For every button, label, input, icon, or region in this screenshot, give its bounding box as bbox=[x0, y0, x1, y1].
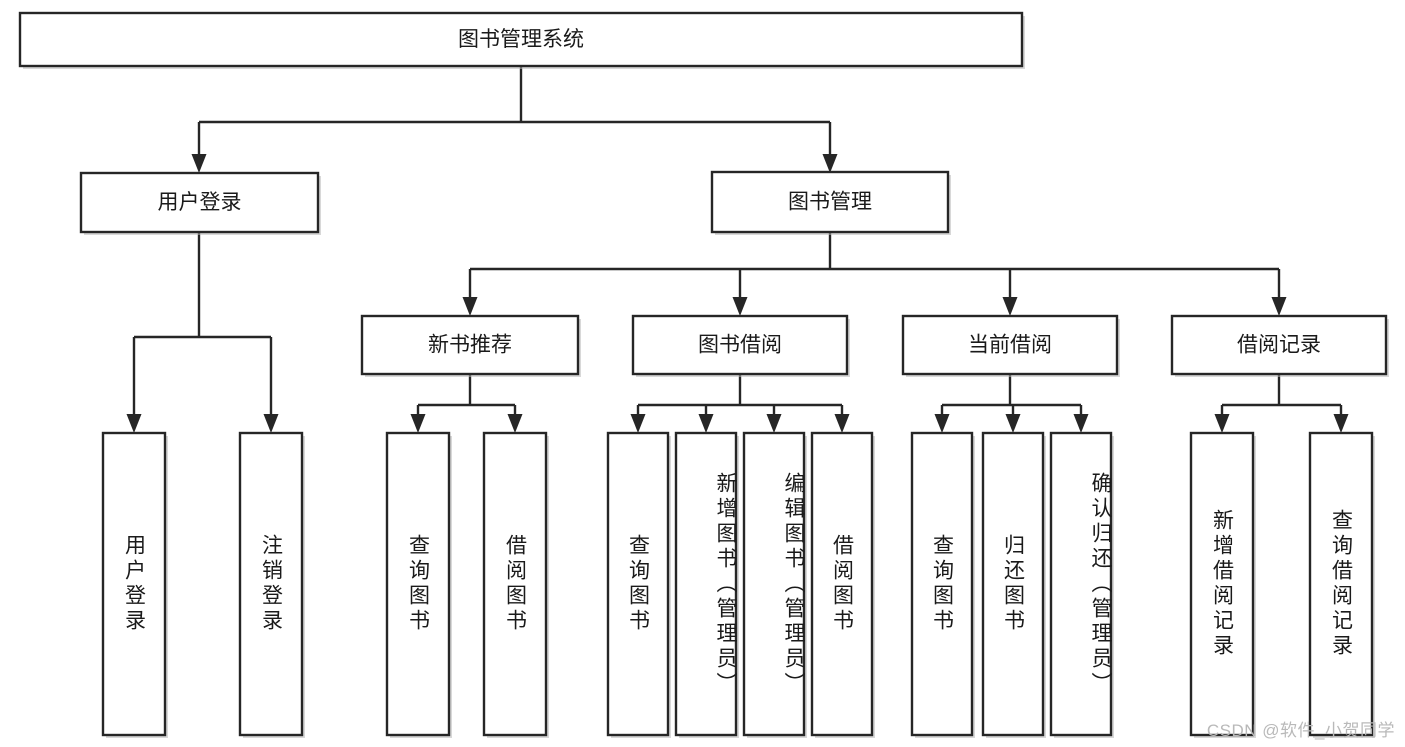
node-box-root[interactable] bbox=[18, 11, 1024, 68]
arrow-head-icon bbox=[834, 414, 850, 433]
node-box-book-manage[interactable] bbox=[710, 170, 950, 234]
arrow-head-icon bbox=[1002, 297, 1018, 316]
arrow-head-icon bbox=[698, 414, 714, 433]
node-box-user-login[interactable] bbox=[79, 171, 320, 234]
arrow-head-icon bbox=[1333, 414, 1349, 433]
arrow-head-icon bbox=[934, 414, 950, 433]
node-box-borrow-record[interactable] bbox=[1170, 314, 1388, 376]
arrow-head-icon bbox=[1005, 414, 1021, 433]
node-label-root: 图书管理系统 bbox=[458, 28, 584, 51]
node-box-leaf-user-login[interactable] bbox=[101, 431, 167, 737]
connector-edges bbox=[126, 66, 1349, 433]
node-box-book-borrow[interactable] bbox=[631, 314, 849, 376]
node-label-current-borrow: 当前借阅 bbox=[968, 334, 1052, 357]
arrow-head-icon bbox=[766, 414, 782, 433]
arrow-head-icon bbox=[822, 154, 838, 173]
arrow-head-icon bbox=[191, 154, 207, 173]
node-box-leaf-return-book[interactable] bbox=[981, 431, 1045, 737]
node-box-leaf-confirm-return[interactable] bbox=[1049, 431, 1113, 737]
node-box-leaf-query-book-cur[interactable] bbox=[910, 431, 974, 737]
arrow-head-icon bbox=[1214, 414, 1230, 433]
node-boxes bbox=[18, 11, 1389, 738]
arrow-head-icon bbox=[126, 414, 142, 433]
arrow-head-icon bbox=[507, 414, 523, 433]
node-box-current-borrow[interactable] bbox=[901, 314, 1119, 376]
node-label-book-manage: 图书管理 bbox=[788, 191, 872, 214]
node-label-user-login: 用户登录 bbox=[158, 191, 242, 214]
node-box-leaf-add-borrow-record[interactable] bbox=[1189, 431, 1255, 737]
arrow-head-icon bbox=[410, 414, 426, 433]
node-box-new-book-recommend[interactable] bbox=[360, 314, 580, 376]
node-box-leaf-borrow-book-rec[interactable] bbox=[482, 431, 548, 737]
node-box-leaf-borrow-book[interactable] bbox=[810, 431, 874, 737]
node-box-leaf-query-book-borrow[interactable] bbox=[606, 431, 670, 737]
arrow-head-icon bbox=[1073, 414, 1089, 433]
node-box-leaf-logout[interactable] bbox=[238, 431, 304, 737]
arrow-head-icon bbox=[1271, 297, 1287, 316]
node-box-leaf-add-book[interactable] bbox=[674, 431, 738, 737]
node-label-borrow-record: 借阅记录 bbox=[1237, 334, 1321, 357]
node-box-leaf-edit-book[interactable] bbox=[742, 431, 806, 737]
node-label-book-borrow: 图书借阅 bbox=[698, 334, 782, 357]
arrow-head-icon bbox=[732, 297, 748, 316]
node-box-leaf-query-book-rec[interactable] bbox=[385, 431, 451, 737]
arrow-head-icon bbox=[462, 297, 478, 316]
arrow-head-icon bbox=[263, 414, 279, 433]
node-box-leaf-query-borrow-record[interactable] bbox=[1308, 431, 1374, 737]
arrow-head-icon bbox=[630, 414, 646, 433]
node-label-new-book-recommend: 新书推荐 bbox=[428, 334, 512, 357]
watermark-text: CSDN @软件_小贺同学 bbox=[1206, 721, 1395, 740]
